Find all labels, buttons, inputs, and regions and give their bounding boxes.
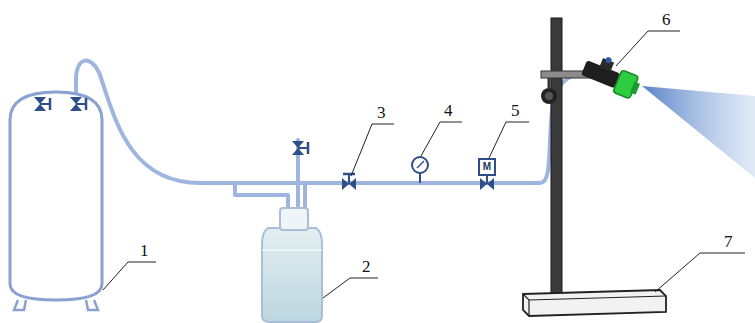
callout-number: 3 (377, 104, 386, 121)
callout-number: 1 (140, 242, 149, 259)
valve-letter: M (483, 162, 491, 172)
spray-cone (642, 86, 755, 178)
callout-number: 5 (511, 102, 520, 119)
nozzle (580, 50, 645, 100)
callout-number: 6 (662, 11, 671, 28)
liquid-bottle (262, 141, 322, 322)
pressure-gauge (412, 157, 428, 183)
callout-number: 2 (362, 258, 371, 275)
stand (523, 18, 666, 316)
callout-number: 7 (724, 233, 733, 250)
gas-tank (10, 92, 102, 310)
callout-number: 4 (444, 102, 453, 119)
solenoid-valve (479, 159, 495, 190)
